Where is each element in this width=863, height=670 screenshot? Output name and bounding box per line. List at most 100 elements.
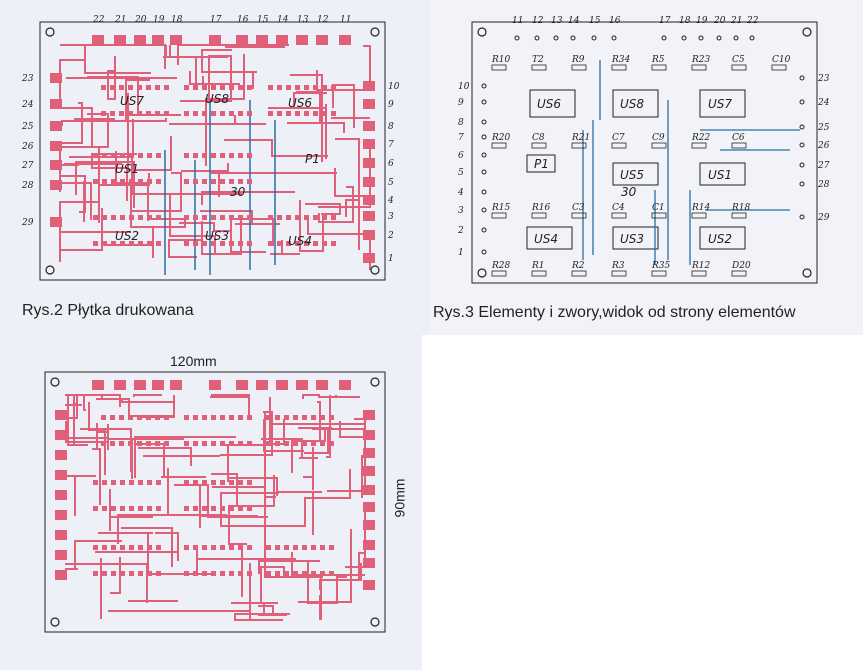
ic-pad: [147, 545, 152, 550]
component-label: C10: [772, 55, 791, 65]
edge-pad: [276, 380, 288, 390]
ic-pad: [155, 415, 160, 420]
ic-pad: [229, 111, 234, 116]
copper-trace: [354, 415, 366, 438]
ic-pad: [268, 215, 273, 220]
ic-pad: [146, 85, 151, 90]
ic-label: US6: [537, 97, 561, 111]
ic-pad: [202, 480, 207, 485]
pin-number-label: 23: [21, 74, 34, 84]
pin-number-label: 2: [387, 231, 394, 241]
copper-trace: [65, 394, 117, 445]
pin-number-label: 23: [817, 74, 830, 84]
resistor-symbol: [651, 64, 667, 71]
pad-hole: [749, 35, 755, 41]
ic-pad: [184, 480, 189, 485]
ic-pad: [211, 111, 216, 116]
pin-number-label: 26: [21, 142, 34, 152]
ic-pad: [320, 441, 325, 446]
copper-trace: [61, 118, 167, 126]
edge-pad: [209, 35, 221, 45]
board-outline: [471, 21, 818, 284]
edge-pad: [114, 380, 126, 390]
pin-number-label: 22: [746, 16, 759, 26]
edge-pad: [363, 558, 375, 568]
ic-pad: [156, 241, 161, 246]
ic-pad: [111, 215, 116, 220]
mounting-hole-icon: [370, 27, 380, 37]
copper-trace: [224, 139, 328, 157]
ic-pad: [286, 241, 291, 246]
copper-trace: [210, 394, 250, 416]
ic-pad: [147, 506, 152, 511]
ic-pad: [238, 545, 243, 550]
ic-pad: [275, 415, 280, 420]
ic-pad: [164, 111, 169, 116]
ic-pad: [295, 85, 300, 90]
ic-pad: [128, 415, 133, 420]
ic-pad: [129, 480, 134, 485]
ic-pad: [137, 441, 142, 446]
ic-pad: [220, 506, 225, 511]
ic-pad: [119, 415, 124, 420]
ic-pad: [120, 571, 125, 576]
ic-pad: [102, 545, 107, 550]
pin-number-label: 18: [171, 15, 183, 25]
ic-pad: [111, 153, 116, 158]
pin-number-label: 14: [277, 15, 289, 25]
edge-pad: [363, 485, 375, 495]
ic-label: US2: [115, 229, 139, 243]
pad-hole: [481, 83, 487, 89]
copper-trace: [361, 455, 365, 498]
edge-pad: [316, 35, 328, 45]
ic-pad: [266, 415, 271, 420]
mounting-hole-icon: [45, 27, 55, 37]
ic-pad: [184, 215, 189, 220]
pin-number-label: 12: [532, 16, 544, 26]
copper-trace: [234, 613, 286, 621]
copper-trace: [277, 491, 322, 535]
copper-trace: [305, 203, 341, 215]
ic-pad: [164, 441, 169, 446]
ic-pad: [129, 506, 134, 511]
ic-pad: [331, 85, 336, 90]
ic-pad: [156, 153, 161, 158]
ic-pad: [220, 85, 225, 90]
ic-pad: [211, 506, 216, 511]
ic-pad: [184, 241, 189, 246]
ic-pad: [211, 415, 216, 420]
ic-label: 30: [230, 185, 246, 199]
ic-outline: [529, 89, 576, 118]
edge-pad: [50, 73, 62, 83]
ic-pad: [129, 571, 134, 576]
mounting-hole-icon: [45, 265, 55, 275]
copper-trace: [65, 540, 122, 570]
copper-trace: [318, 395, 360, 398]
pin-number-label: 2: [457, 226, 464, 236]
ic-pad: [313, 85, 318, 90]
ic-pad: [322, 85, 327, 90]
ic-pad: [146, 441, 151, 446]
ic-pad: [156, 545, 161, 550]
ic-pad: [155, 111, 160, 116]
copper-trace: [65, 421, 108, 443]
ic-pad: [295, 215, 300, 220]
edge-pad: [50, 121, 62, 131]
pin-number-label: 5: [388, 178, 394, 188]
pin-number-label: 6: [458, 151, 464, 161]
ic-pad: [293, 545, 298, 550]
board-outline: [39, 21, 386, 281]
ic-pad: [146, 111, 151, 116]
copper-trace: [110, 557, 121, 594]
ic-pad: [202, 215, 207, 220]
ic-pad: [220, 545, 225, 550]
ic-pad: [304, 215, 309, 220]
ic-pad: [229, 545, 234, 550]
bottom-figure-panel: 120mm 90mm: [0, 335, 422, 670]
ic-pad: [211, 571, 216, 576]
resistor-symbol: [611, 212, 627, 219]
ic-pad: [193, 441, 198, 446]
resistor-symbol: [731, 270, 747, 277]
